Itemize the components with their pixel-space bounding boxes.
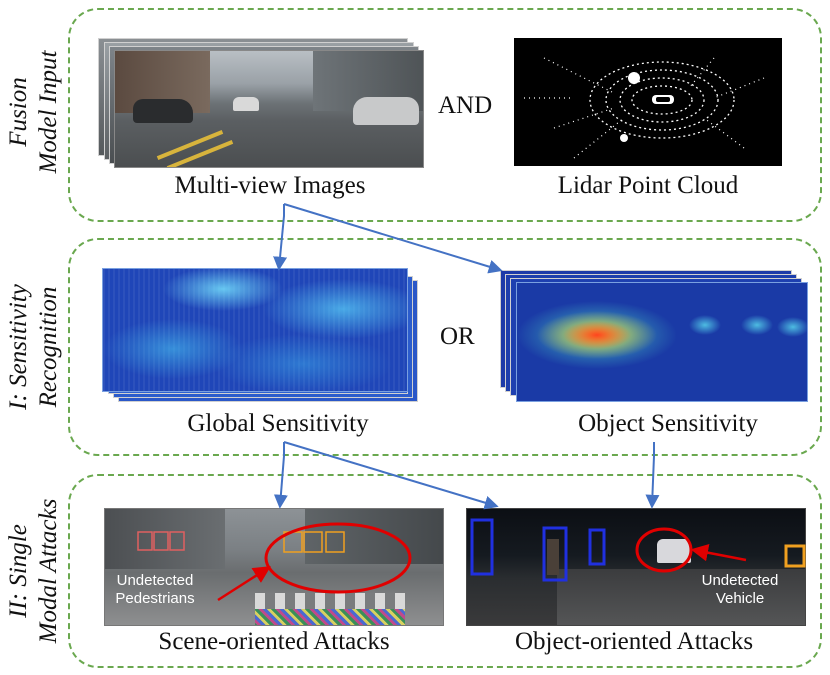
arrow-to-object-attack-from-object — [645, 442, 660, 509]
pedestrian — [547, 539, 559, 575]
undetected-vehicle-label: Undetected Vehicle — [700, 572, 780, 608]
object-oriented-attacks-caption: Object-oriented Attacks — [514, 628, 754, 655]
arrow-to-object-attack-from-global — [283, 441, 499, 510]
annotation-line-2: Vehicle — [715, 590, 765, 607]
arrow-to-global-sensitivity — [273, 204, 288, 271]
pedestrian-pointer-arrow — [217, 566, 271, 602]
scene-oriented-attacks-caption: Scene-oriented Attacks — [158, 628, 390, 655]
road — [557, 569, 805, 625]
adversarial-patch — [255, 609, 405, 625]
annotation-line-2: Pedestrians — [115, 590, 195, 607]
multi-view-images-caption: Multi-view Images — [174, 172, 366, 199]
lidar-points — [524, 57, 765, 159]
scene-attack-highlight — [264, 522, 412, 594]
undetected-pedestrians-label: Undetected Pedestrians — [110, 572, 200, 608]
building — [105, 509, 225, 569]
global-sensitivity-caption: Global Sensitivity — [187, 410, 369, 437]
global-sensitivity-heatmaps — [102, 268, 422, 404]
object-sensitivity-heatmap — [516, 282, 808, 402]
vehicle — [657, 539, 691, 563]
car — [233, 97, 259, 111]
vehicle-pointer-arrow — [690, 544, 747, 562]
and-connector: AND — [438, 92, 493, 119]
sensitivity-recognition-panel — [68, 238, 822, 456]
fusion-model-input-panel — [68, 8, 822, 222]
scene-oriented-attack-image — [104, 508, 444, 626]
single-modal-attacks-panel — [68, 474, 822, 668]
crosswalk — [255, 593, 405, 613]
building — [305, 509, 443, 564]
annotation-line-1: Undetected — [701, 572, 779, 589]
global-sensitivity-heatmap — [102, 268, 408, 392]
street-scene-image — [114, 50, 424, 168]
car — [133, 99, 193, 123]
flow-arrows — [273, 203, 660, 510]
object-sensitivity-caption: Object Sensitivity — [578, 410, 758, 437]
lidar-point-cloud-image — [514, 38, 782, 166]
multi-view-images — [98, 38, 424, 168]
object-sensitivity-heatmaps — [500, 270, 810, 404]
or-connector: OR — [440, 323, 475, 350]
scene-detection-boxes — [137, 531, 345, 553]
object-detection-boxes — [470, 518, 806, 582]
vehicle-highlight — [635, 527, 693, 573]
lidar-point-cloud-caption: Lidar Point Cloud — [557, 172, 739, 199]
annotation-line-1: Undetected — [116, 572, 194, 589]
arrow-to-scene-attack — [273, 442, 288, 509]
arrow-to-object-sensitivity — [283, 203, 503, 274]
car — [353, 97, 419, 125]
object-oriented-attack-image — [466, 508, 806, 626]
